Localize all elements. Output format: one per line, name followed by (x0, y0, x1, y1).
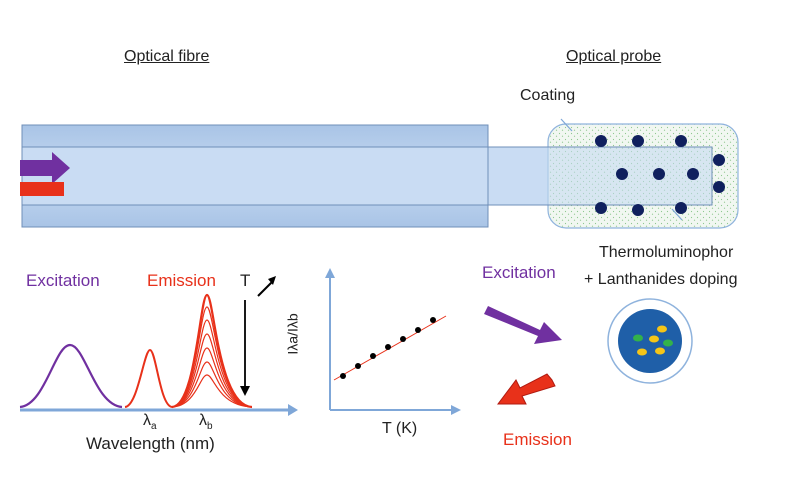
ratio-point (415, 327, 421, 333)
emission-output-bar (20, 182, 64, 196)
spectrum-x-label: Wavelength (nm) (86, 434, 215, 453)
ratio-y-arrowhead (325, 268, 335, 278)
emission-arrow (497, 373, 556, 405)
temperature-up-arrowhead (268, 276, 276, 285)
material-pointer (671, 208, 683, 221)
material-line1: Thermoluminophor (599, 244, 734, 261)
spectrum-axis-arrowhead (288, 404, 298, 416)
coating-label: Coating (520, 87, 576, 104)
dopant-dot (632, 135, 644, 147)
dopant-dot (675, 202, 687, 214)
intensity-decrease-arrowhead (240, 386, 250, 396)
lambda-a-label: λa (143, 412, 157, 433)
ratio-point (385, 344, 391, 350)
dopant-dot (616, 168, 628, 180)
spectrum-excitation-label: Excitation (26, 271, 100, 290)
ratio-point (340, 373, 346, 379)
temperature-label: T (240, 271, 251, 290)
dopant-dot (595, 202, 607, 214)
dopant-dot (687, 168, 699, 180)
probe-fibre-tip (487, 146, 713, 206)
ratio-y-label: Iλa/Iλb (284, 313, 301, 355)
probe-heading: Optical probe (566, 48, 662, 65)
dopant-dot (675, 135, 687, 147)
material-line2: + Lanthanides doping (584, 271, 738, 288)
ratio-points (340, 317, 436, 379)
dopant-dots (595, 135, 725, 216)
ratio-x-label: T (K) (382, 420, 418, 437)
emission-peak-b (171, 293, 253, 409)
dopant-dot (713, 154, 725, 166)
excitation-peak (19, 343, 123, 409)
fibre-heading: Optical fibre (124, 48, 210, 65)
excitation-arrow-label: Excitation (482, 263, 556, 282)
excitation-input-arrow (20, 152, 70, 184)
nanoparticle (607, 298, 693, 384)
dopant-dot (713, 181, 725, 193)
spectrum-plot (19, 276, 298, 416)
dopant-dot (653, 168, 665, 180)
ratio-point (355, 363, 361, 369)
coating-pointer (560, 118, 573, 132)
ratio-plot (325, 268, 461, 415)
emission-peak-a (124, 348, 173, 408)
excitation-arrow (484, 306, 562, 344)
dopant-dot (595, 135, 607, 147)
temperature-up-line (257, 281, 273, 297)
spectrum-emission-label: Emission (147, 271, 216, 290)
dopant-dot (632, 204, 644, 216)
ratio-point (430, 317, 436, 323)
ratio-point (370, 353, 376, 359)
ratio-x-arrowhead (451, 405, 461, 415)
lambda-b-label: λb (199, 412, 213, 433)
emission-arrow-label: Emission (503, 430, 572, 449)
ratio-point (400, 336, 406, 342)
